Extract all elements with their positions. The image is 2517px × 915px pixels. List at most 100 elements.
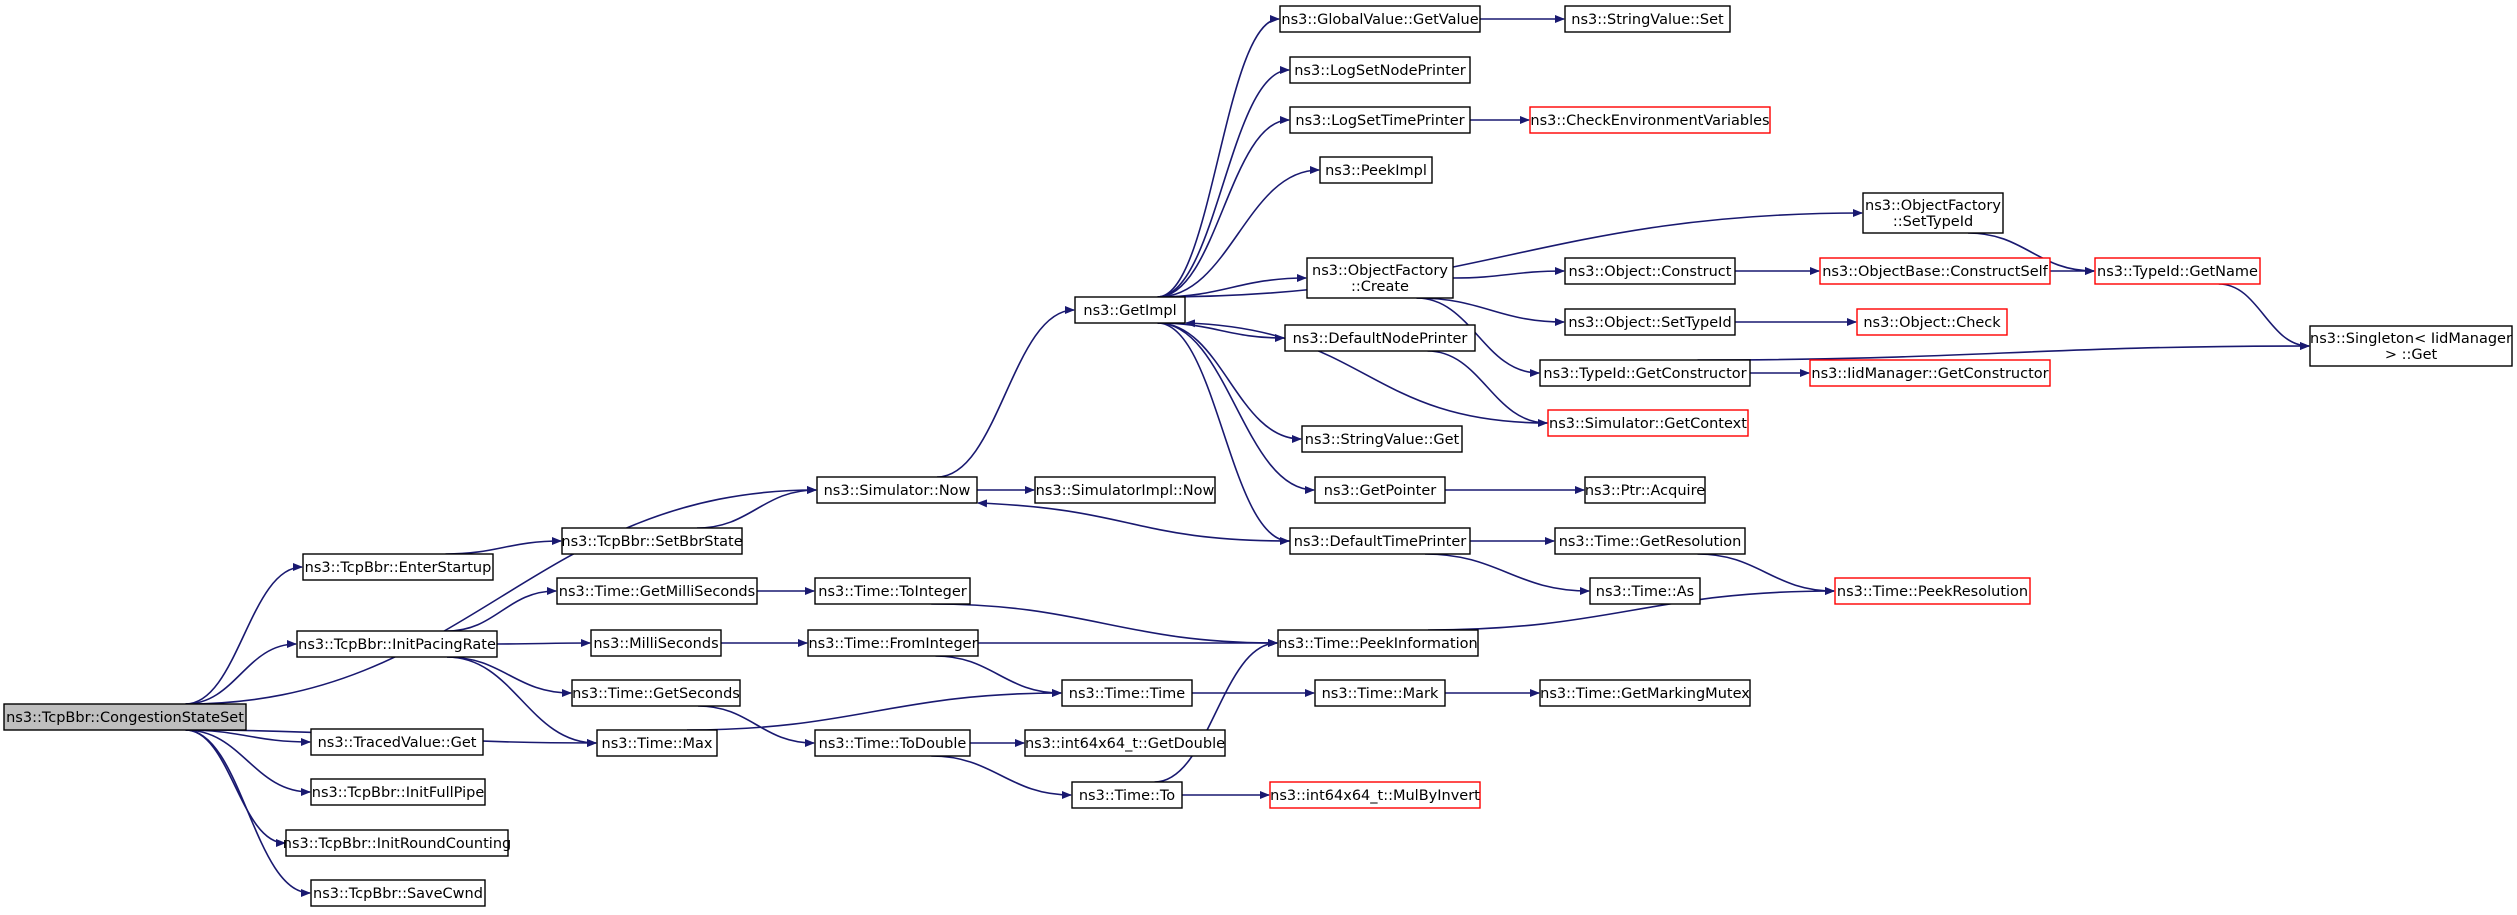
- node-label: ns3::Time::Mark: [1322, 686, 1439, 702]
- node-label: ns3::Time::ToInteger: [818, 584, 966, 600]
- edge-toDouble-to-timeTo: [931, 755, 1072, 799]
- node-box: [1862, 192, 2004, 234]
- edge-simGetContext-to-getImpl: [1185, 319, 1549, 424]
- node-ns3-typeid-getconstructor[interactable]: ns3::TypeId::GetConstructor: [1539, 359, 1751, 387]
- node-ns3-simulator-getcontext[interactable]: ns3::Simulator::GetContext: [1547, 409, 1749, 437]
- edge-getImpl-to-defTimePrinter: [1157, 322, 1290, 545]
- node-ns3-milliseconds[interactable]: ns3::MilliSeconds: [590, 629, 722, 657]
- edge-ofCreate-to-typeIdGetCtor: [1416, 297, 1540, 377]
- node-ns3-time-tointeger[interactable]: ns3::Time::ToInteger: [814, 577, 971, 605]
- node-ns3-globalvalue-getvalue[interactable]: ns3::GlobalValue::GetValue: [1279, 5, 1481, 33]
- node-ns3-time-as[interactable]: ns3::Time::As: [1589, 577, 1701, 605]
- node-ns3-stringvalue-get[interactable]: ns3::StringValue::Get: [1301, 425, 1463, 453]
- node-ns3-getimpl[interactable]: ns3::GetImpl: [1074, 296, 1186, 324]
- node-ns3-defaulttimeprinter[interactable]: ns3::DefaultTimePrinter: [1289, 527, 1471, 555]
- node-label: ns3::PeekImpl: [1325, 163, 1427, 179]
- node-label: ns3::Time::FromInteger: [808, 636, 977, 652]
- node-label: ns3::DefaultNodePrinter: [1293, 331, 1468, 347]
- node-ns3-tcpbbr-setbbrstate[interactable]: ns3::TcpBbr::SetBbrState: [561, 527, 743, 555]
- node-box: [1034, 476, 1216, 504]
- node-label: ns3::TypeId::GetConstructor: [1543, 366, 1746, 382]
- node-ns3-simulatorimpl-now[interactable]: ns3::SimulatorImpl::Now: [1034, 476, 1216, 504]
- node-ns3-peekimpl[interactable]: ns3::PeekImpl: [1319, 156, 1433, 184]
- node-label: ns3::TcpBbr::SetBbrState: [561, 534, 742, 550]
- node-box: [296, 630, 498, 658]
- node-label: ns3::Object::Check: [1863, 315, 2001, 331]
- node-label: ns3::StringValue::Get: [1305, 432, 1460, 448]
- node-ns3-object-settypeid[interactable]: ns3::Object::SetTypeId: [1564, 308, 1736, 336]
- node-box: [1289, 527, 1471, 555]
- node-ns3-object-construct[interactable]: ns3::Object::Construct: [1564, 257, 1736, 285]
- node-label: ns3::MilliSeconds: [593, 636, 718, 652]
- node-ns3-object-check[interactable]: ns3::Object::Check: [1856, 308, 2008, 336]
- node-box: [1589, 577, 1701, 605]
- node-ns3-iidmanager-getconstructor[interactable]: ns3::IidManager::GetConstructor: [1809, 359, 2051, 387]
- node-ns3-time-mark[interactable]: ns3::Time::Mark: [1314, 679, 1446, 707]
- edge-root-to-initPacing: [185, 640, 297, 705]
- node-box: [1834, 577, 2031, 605]
- node-ns3-objectfactory-create[interactable]: ns3::ObjectFactory::Create: [1306, 257, 1454, 299]
- node-ns3-logsettimeprinter[interactable]: ns3::LogSetTimePrinter: [1289, 106, 1471, 134]
- node-ns3-int64x64-t-getdouble[interactable]: ns3::int64x64_t::GetDouble: [1024, 729, 1226, 757]
- edge-root-to-initFullPipe: [185, 729, 311, 796]
- node-ns3-checkenvironmentvariables[interactable]: ns3::CheckEnvironmentVariables: [1529, 106, 1771, 134]
- node-label: ns3::ObjectFactory: [1865, 198, 2001, 214]
- node-label: ns3::TcpBbr::InitRoundCounting: [283, 836, 511, 852]
- node-ns3-time-getresolution[interactable]: ns3::Time::GetResolution: [1554, 527, 1746, 555]
- edge-initPacing-to-milli: [496, 639, 591, 648]
- node-label: ns3::TcpBbr::InitPacingRate: [298, 637, 496, 653]
- node-box: [1539, 359, 1751, 387]
- node-box: [1301, 425, 1463, 453]
- node-ns3-time-max[interactable]: ns3::Time::Max: [596, 729, 718, 757]
- node-label: ns3::Time::Max: [602, 736, 713, 752]
- node-ns3-tcpbbr-enterstartup[interactable]: ns3::TcpBbr::EnterStartup: [302, 553, 494, 581]
- node-ns3-time-peekinformation[interactable]: ns3::Time::PeekInformation: [1277, 629, 1479, 657]
- edge-getImpl-to-gvGetValue: [1157, 15, 1280, 298]
- node-ns3-tcpbbr-savecwnd[interactable]: ns3::TcpBbr::SaveCwnd: [310, 879, 486, 907]
- node-ns3-ptr-acquire[interactable]: ns3::Ptr::Acquire: [1584, 476, 1706, 504]
- node-box: [1071, 781, 1183, 809]
- node-ns3-tcpbbr-initroundcounting[interactable]: ns3::TcpBbr::InitRoundCounting: [283, 829, 511, 857]
- node-ns3-objectfactory-settypeid[interactable]: ns3::ObjectFactory::SetTypeId: [1862, 192, 2004, 234]
- node-ns3-time-todouble[interactable]: ns3::Time::ToDouble: [814, 729, 971, 757]
- node-ns3-stringvalue-set[interactable]: ns3::StringValue::Set: [1564, 5, 1731, 33]
- node-label: ns3::Ptr::Acquire: [1585, 483, 1705, 499]
- node-label: ns3::Time::Time: [1069, 686, 1186, 702]
- node-label: ns3::Time::To: [1079, 788, 1175, 804]
- node-ns3-singleton-iidmanager-get[interactable]: ns3::Singleton< IidManager> ::Get: [2309, 325, 2513, 367]
- node-ns3-tcpbbr-congestionstateset[interactable]: ns3::TcpBbr::CongestionStateSet: [3, 703, 247, 731]
- node-box: [1554, 527, 1746, 555]
- node-ns3-getpointer[interactable]: ns3::GetPointer: [1314, 476, 1446, 504]
- node-box: [2309, 325, 2513, 367]
- edge-ofSetTypeId-to-typeIdGetName: [1967, 232, 2095, 275]
- node-box: [590, 629, 722, 657]
- edge-root-to-saveCwnd: [185, 729, 311, 897]
- node-ns3-defaultnodeprinter[interactable]: ns3::DefaultNodePrinter: [1284, 324, 1476, 352]
- node-box: [807, 629, 979, 657]
- node-ns3-tcpbbr-initpacingrate[interactable]: ns3::TcpBbr::InitPacingRate: [296, 630, 498, 658]
- node-label: ns3::LogSetTimePrinter: [1295, 113, 1464, 129]
- node-label: ns3::Time::ToDouble: [819, 736, 967, 752]
- node-ns3-logsetnodeprinter[interactable]: ns3::LogSetNodePrinter: [1289, 56, 1471, 84]
- node-ns3-time-getseconds[interactable]: ns3::Time::GetSeconds: [571, 679, 741, 707]
- node-ns3-tcpbbr-initfullpipe[interactable]: ns3::TcpBbr::InitFullPipe: [310, 778, 486, 806]
- node-ns3-tracedvalue-get[interactable]: ns3::TracedValue::Get: [310, 728, 484, 756]
- node-box: [1856, 308, 2008, 336]
- node-ns3-objectbase-constructself[interactable]: ns3::ObjectBase::ConstructSelf: [1819, 257, 2051, 285]
- node-ns3-simulator-now[interactable]: ns3::Simulator::Now: [816, 476, 978, 504]
- node-box: [1061, 679, 1193, 707]
- node-box: [1269, 781, 1481, 809]
- node-ns3-time-frominteger[interactable]: ns3::Time::FromInteger: [807, 629, 979, 657]
- node-box: [1529, 106, 1771, 134]
- node-label: ns3::TcpBbr::EnterStartup: [305, 560, 492, 576]
- node-label: ::Create: [1351, 279, 1409, 295]
- node-label: ns3::SimulatorImpl::Now: [1036, 483, 1215, 499]
- node-label: ns3::LogSetNodePrinter: [1294, 63, 1466, 79]
- node-ns3-time-time[interactable]: ns3::Time::Time: [1061, 679, 1193, 707]
- node-ns3-int64x64-t-mulbyinvert[interactable]: ns3::int64x64_t::MulByInvert: [1269, 781, 1481, 809]
- node-ns3-time-to[interactable]: ns3::Time::To: [1071, 781, 1183, 809]
- node-ns3-time-getmarkingmutex[interactable]: ns3::Time::GetMarkingMutex: [1539, 679, 1751, 707]
- node-ns3-time-getmilliseconds[interactable]: ns3::Time::GetMilliSeconds: [556, 577, 758, 605]
- node-ns3-time-peekresolution[interactable]: ns3::Time::PeekResolution: [1834, 577, 2031, 605]
- node-ns3-typeid-getname[interactable]: ns3::TypeId::GetName: [2094, 257, 2261, 285]
